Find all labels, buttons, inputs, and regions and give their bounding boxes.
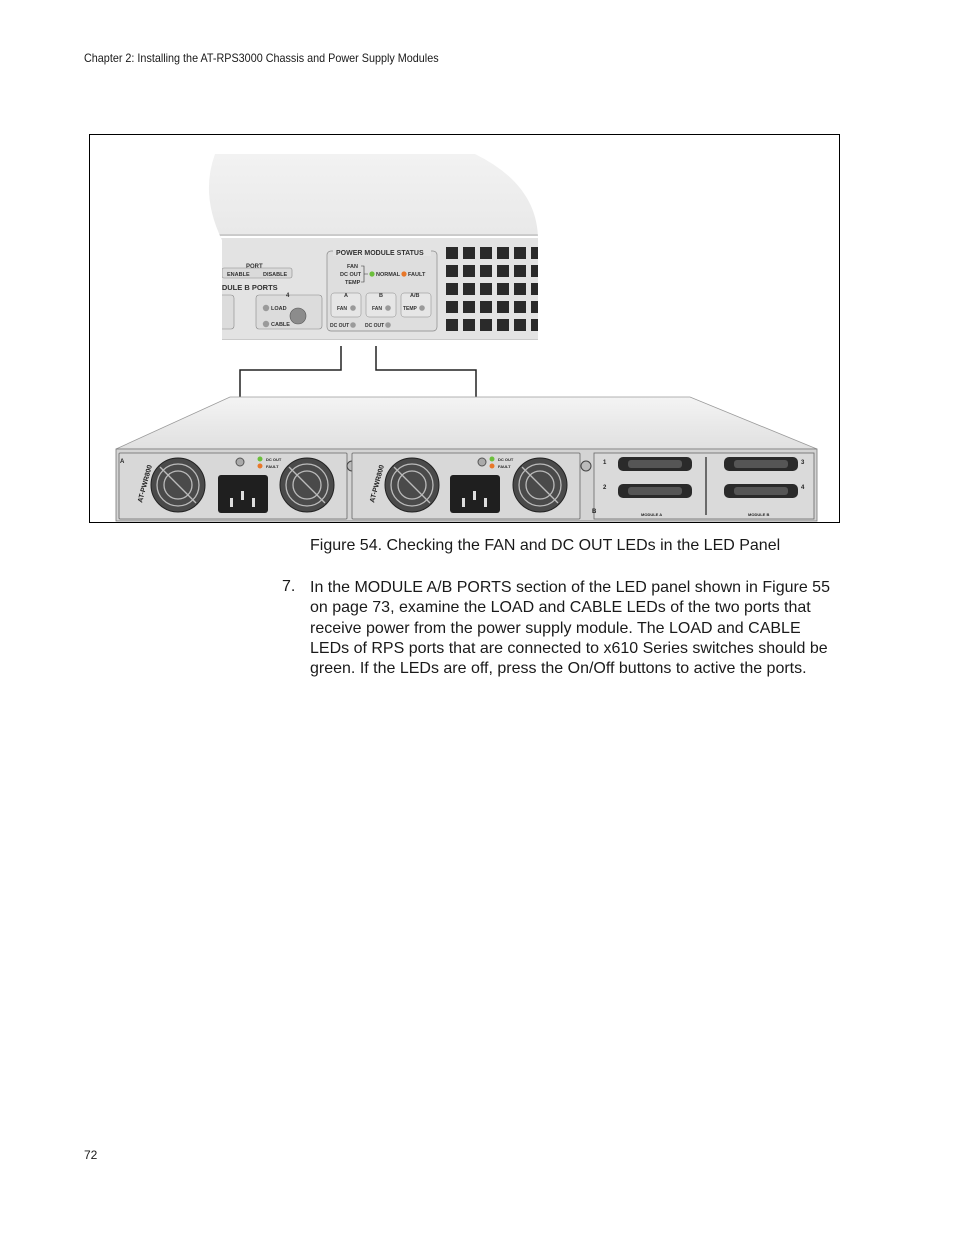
slot-b-label: B: [592, 509, 597, 515]
power-module-status-label: POWER MODULE STATUS: [336, 250, 424, 257]
hardware-illustration: PORT ENABLE DISABLE ODULE B PORTS 4 LOAD…: [115, 154, 818, 522]
port-number: 4: [286, 293, 290, 299]
fan-label: FAN: [347, 264, 358, 270]
col-a-label: A: [344, 293, 348, 299]
col-b-label: B: [379, 293, 383, 299]
cable-label: CABLE: [271, 322, 290, 328]
load-label: LOAD: [271, 306, 287, 312]
dc-out-b-label: DC OUT: [365, 323, 384, 329]
module-a-label: MODULE A: [641, 512, 662, 517]
led-dc-out-1: DC OUT: [266, 457, 282, 462]
led-dc-out-2: DC OUT: [498, 457, 514, 462]
chapter-header: Chapter 2: Installing the AT-RPS3000 Cha…: [84, 51, 439, 65]
module-b-ports-label: ODULE B PORTS: [216, 283, 278, 292]
led-fault-2: FAULT: [498, 464, 511, 469]
on-off-button: [289, 307, 307, 325]
fan-b-label: FAN: [372, 306, 382, 312]
enable-label: ENABLE: [227, 272, 250, 278]
port-label: PORT: [246, 264, 263, 270]
page-number: 72: [84, 1148, 98, 1162]
chassis-rear: A AT-PWR800 DC OUT FAULT AT-PWR800: [115, 396, 818, 522]
slot-a-label: A: [120, 459, 125, 465]
led-fault-1: FAULT: [266, 464, 279, 469]
port-4-label: 4: [801, 485, 805, 491]
vent-grid: [446, 247, 539, 331]
zoom-callout: PORT ENABLE DISABLE ODULE B PORTS 4 LOAD…: [208, 154, 539, 340]
port-2-label: 2: [603, 485, 607, 491]
port-3-label: 3: [801, 460, 805, 466]
port-1-label: 1: [603, 460, 607, 466]
temp-label: TEMP: [345, 280, 361, 286]
disable-label: DISABLE: [263, 272, 287, 278]
fan-a-label: FAN: [337, 306, 347, 312]
temp-ab-label: TEMP: [403, 306, 418, 312]
module-b-label: MODULE B: [748, 512, 769, 517]
dc-out-label: DC OUT: [340, 272, 362, 278]
dc-out-a-label: DC OUT: [330, 323, 349, 329]
normal-label: NORMAL: [376, 272, 401, 278]
step-text: In the MODULE A/B PORTS section of the L…: [310, 579, 830, 678]
step-number: 7.: [282, 578, 296, 595]
col-ab-label: A/B: [410, 293, 420, 299]
fault-label: FAULT: [408, 272, 426, 278]
figure-caption: Figure 54. Checking the FAN and DC OUT L…: [310, 537, 781, 554]
figure-frame: PORT ENABLE DISABLE ODULE B PORTS 4 LOAD…: [89, 134, 840, 523]
